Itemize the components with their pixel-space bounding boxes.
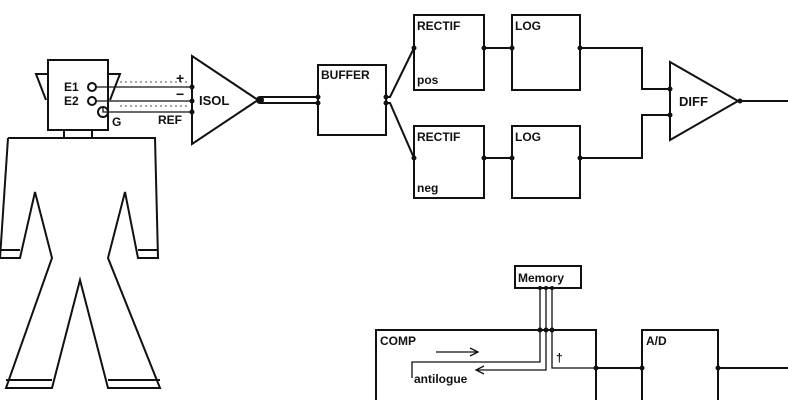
diff-label: DIFF: [679, 94, 708, 109]
electrode-e1: [87, 82, 97, 92]
figure-ear-left: [34, 73, 48, 101]
human-figure: [0, 59, 162, 389]
buffer-box: [317, 64, 387, 136]
rectifier-neg-box: [413, 125, 485, 199]
rectifier-pos-block: RECTIF pos: [411, 14, 487, 91]
isol-input-dot-minus: [189, 98, 195, 104]
log-top-input-dot: [509, 45, 515, 51]
log-top-box: [511, 14, 581, 91]
isol-label: ISOL: [199, 93, 229, 108]
isol-minus-label: −: [176, 86, 184, 102]
comp-label: COMP: [380, 334, 416, 348]
rectifier-pos-input-dot: [411, 45, 417, 51]
log-top-block: LOG: [509, 14, 583, 91]
figure-ear-right: [108, 73, 122, 101]
log-top-label: LOG: [515, 19, 541, 33]
buffer-label: BUFFER: [321, 68, 370, 82]
log-bottom-label: LOG: [515, 130, 541, 144]
isol-input-dot-ref: [189, 109, 195, 115]
rectifier-neg-block: RECTIF neg: [411, 125, 487, 199]
buffer-input-dot-1: [315, 94, 321, 100]
electrode-leads: [96, 81, 192, 113]
rectifier-neg-sub: neg: [417, 181, 438, 195]
isol-input-dot-plus: [189, 84, 195, 90]
isol-amplifier: ISOL + − REF: [158, 54, 264, 146]
diff-input-dot-bottom: [667, 112, 673, 118]
comp-dot-2: [543, 327, 549, 333]
rectifier-neg-label: RECTIF: [417, 130, 460, 144]
log-bottom-box: [511, 125, 581, 199]
wire-log-diff-top: [580, 47, 670, 90]
electrode-ground-label: G: [112, 115, 121, 129]
comp-marker: †: [556, 351, 563, 365]
figure-neck: [63, 130, 93, 138]
comp-box: [375, 329, 597, 400]
buffer-block: BUFFER: [315, 64, 389, 136]
diff-input-dot-top: [667, 86, 673, 92]
electrode-e2-label: E2: [64, 94, 79, 108]
comp-arrow-left: [474, 365, 500, 375]
electrode-e2: [87, 96, 97, 106]
rectifier-pos-sub: pos: [417, 73, 439, 87]
adc-box: [641, 329, 719, 400]
lead-shield-dashes: [120, 81, 190, 107]
comp-block: COMP antilogue †: [375, 327, 599, 400]
comp-dot-1: [537, 327, 543, 333]
wire-isol-buffer: [260, 96, 318, 104]
electrode-e1-label: E1: [64, 80, 79, 94]
log-bottom-input-dot: [509, 155, 515, 161]
buffer-input-dot-2: [315, 100, 321, 106]
electrodes: E1 E2 G: [64, 80, 121, 129]
rectifier-neg-input-dot: [411, 155, 417, 161]
rectifier-pos-box: [413, 14, 485, 91]
wire-memory-comp: [411, 288, 596, 378]
isol-plus-label: +: [176, 70, 184, 86]
adc-block: A/D: [639, 329, 721, 400]
comp-antilogue-label: antilogue: [414, 372, 468, 386]
figure-body: [0, 137, 162, 389]
figure-head: [47, 59, 109, 131]
memory-label: Memory: [518, 271, 564, 285]
memory-block: Memory: [514, 265, 582, 290]
adc-label: A/D: [646, 334, 667, 348]
isol-ref-label: REF: [158, 113, 182, 127]
wire-log-diff-bottom: [580, 114, 670, 159]
diff-triangle: [669, 60, 741, 142]
comp-arrow-right: [436, 347, 480, 357]
rectifier-pos-label: RECTIF: [417, 19, 460, 33]
adc-input-dot: [639, 365, 645, 371]
wire-buffer-rectifiers: [386, 47, 415, 159]
lead-ground: [102, 107, 192, 113]
comp-dot-3: [549, 327, 555, 333]
diff-amplifier: DIFF: [667, 60, 743, 142]
log-bottom-block: LOG: [509, 125, 583, 199]
figure-cuffs: [0, 249, 160, 381]
